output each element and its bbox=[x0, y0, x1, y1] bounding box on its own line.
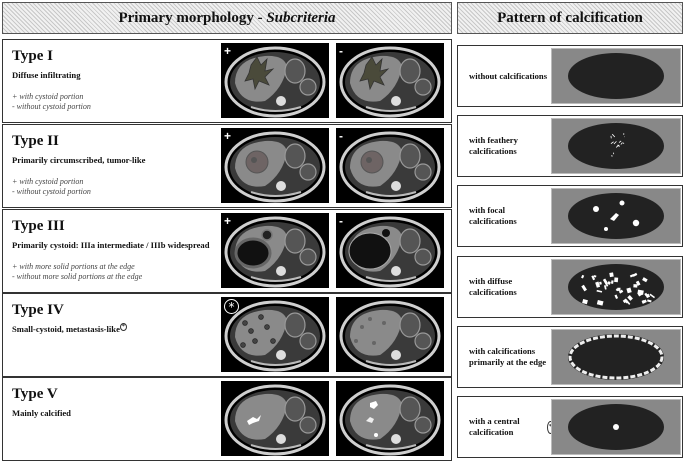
type-title: Type II bbox=[12, 133, 59, 149]
type-subtitle: Diffuse infiltrating bbox=[12, 70, 81, 80]
ct-scan-with-cystoid: + bbox=[221, 128, 329, 203]
note-with: + with cystoid portion bbox=[12, 92, 84, 101]
type-row-5: Type V Mainly calcified bbox=[2, 377, 452, 461]
calc-row-central: with a central calcification* bbox=[457, 396, 683, 458]
type-title: Type IV bbox=[12, 302, 64, 318]
type-notes: + with cystoid portion - without cystoid… bbox=[12, 177, 91, 197]
type-title: Type I bbox=[12, 48, 53, 64]
note-with: + with more solid portions at the edge bbox=[12, 262, 135, 271]
calc-image-focal bbox=[551, 188, 681, 244]
asterisk-mark: * bbox=[119, 323, 127, 332]
calc-label-text: with a central calcification bbox=[469, 416, 520, 437]
calc-row-none: without calcifications bbox=[457, 45, 683, 107]
ct-scan-no-solid-edge: - bbox=[336, 213, 444, 288]
ct-scan-with-cystoid: + bbox=[221, 43, 329, 118]
calc-label: with focal calcifications bbox=[469, 205, 517, 226]
type-subtitle: Primarily cystoid: IIIa intermediate / I… bbox=[12, 240, 210, 250]
header-subcriteria: Subcriteria bbox=[266, 9, 336, 26]
type-notes: + with cystoid portion - without cystoid… bbox=[12, 92, 91, 112]
note-without: - without more solid portions at the edg… bbox=[12, 272, 143, 281]
calc-image-edge bbox=[551, 329, 681, 385]
type-subtitle: Small-cystoid, metastasis-like* bbox=[12, 323, 127, 334]
calc-image-diffuse bbox=[551, 259, 681, 315]
calc-label: with feathery calcifications bbox=[469, 135, 518, 156]
header-primary-prefix: Primary morphology - bbox=[118, 9, 267, 26]
type-subtitle: Primarily circumscribed, tumor-like bbox=[12, 155, 146, 165]
type-subtitle-text: Small-cystoid, metastasis-like bbox=[12, 324, 120, 334]
calc-row-focal: with focal calcifications bbox=[457, 185, 683, 247]
calc-label: with a central calcification* bbox=[469, 397, 554, 457]
calc-label: with calcifications primarily at the edg… bbox=[469, 346, 547, 367]
note-without: - without cystoid portion bbox=[12, 187, 91, 196]
calc-image-none bbox=[551, 48, 681, 104]
note-without: - without cystoid portion bbox=[12, 102, 91, 111]
asterisk-badge-icon: * bbox=[224, 299, 239, 314]
plus-marker: + bbox=[224, 44, 232, 58]
header-calcification-pattern: Pattern of calcification bbox=[457, 2, 683, 34]
minus-marker: - bbox=[339, 129, 343, 143]
type-row-1: Type I Diffuse infiltrating + with cysto… bbox=[2, 39, 452, 123]
type-row-3: Type III Primarily cystoid: IIIa interme… bbox=[2, 209, 452, 293]
header-primary-morphology: Primary morphology - Subcriteria bbox=[2, 2, 452, 34]
ct-scan-calcified-2 bbox=[336, 381, 444, 456]
minus-marker: - bbox=[339, 214, 343, 228]
type-title: Type V bbox=[12, 386, 58, 402]
plus-marker: + bbox=[224, 214, 232, 228]
type-row-4: Type IV Small-cystoid, metastasis-like* … bbox=[2, 293, 452, 377]
calc-row-edge: with calcifications primarily at the edg… bbox=[457, 326, 683, 388]
type-subtitle: Mainly calcified bbox=[12, 408, 71, 418]
ct-scan-metastasis-like-2 bbox=[336, 297, 444, 372]
type-notes: + with more solid portions at the edge -… bbox=[12, 262, 142, 282]
plus-marker: + bbox=[224, 129, 232, 143]
calc-image-central bbox=[551, 399, 681, 455]
calc-label: without calcifications bbox=[469, 70, 548, 81]
minus-marker: - bbox=[339, 44, 343, 58]
ct-scan-without-cystoid: - bbox=[336, 128, 444, 203]
calc-label: with diffuse calcifications bbox=[469, 276, 517, 297]
calc-row-feathery: with feathery calcifications bbox=[457, 115, 683, 177]
ct-scan-metastasis-like: * bbox=[221, 297, 329, 372]
type-row-2: Type II Primarily circumscribed, tumor-l… bbox=[2, 124, 452, 208]
calc-row-diffuse: with diffuse calcifications bbox=[457, 256, 683, 318]
ct-scan-without-cystoid: - bbox=[336, 43, 444, 118]
note-with: + with cystoid portion bbox=[12, 177, 84, 186]
ct-scan-solid-edge: + bbox=[221, 213, 329, 288]
calc-image-feathery bbox=[551, 118, 681, 174]
type-title: Type III bbox=[12, 218, 65, 234]
ct-scan-calcified bbox=[221, 381, 329, 456]
